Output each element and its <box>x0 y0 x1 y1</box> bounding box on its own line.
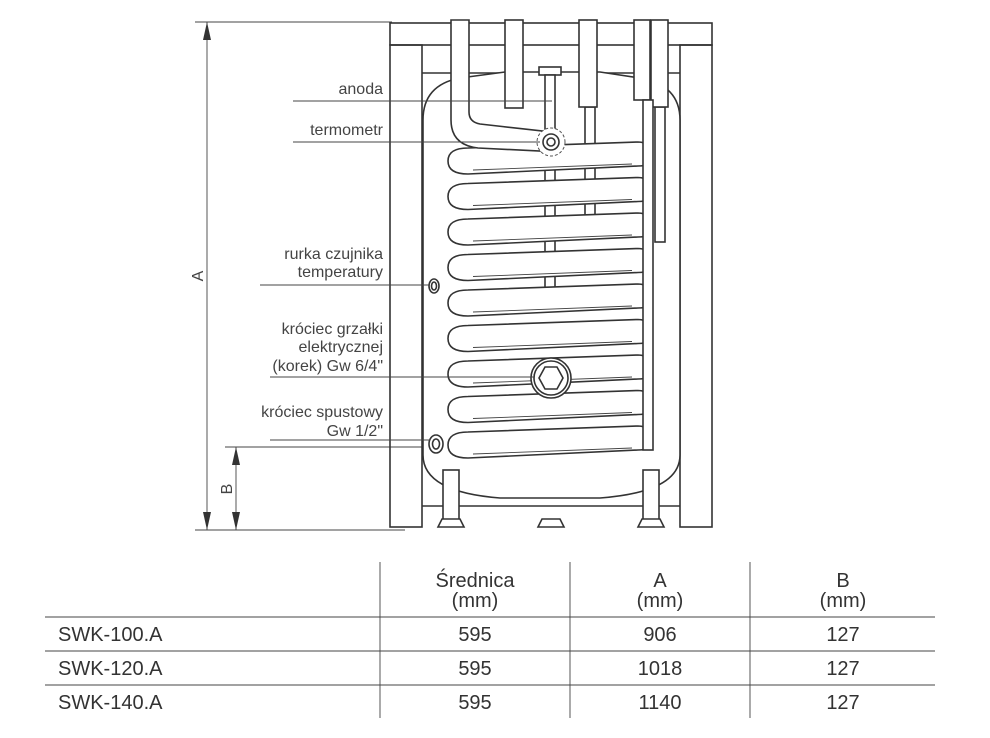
drain-port <box>428 434 444 454</box>
label-krociec-grzalki: króciec grzałki <box>282 321 383 338</box>
cell-model: SWK-100.A <box>58 624 163 646</box>
thermometer-port <box>536 127 566 157</box>
label-anoda: anoda <box>339 81 384 98</box>
cell-model: SWK-140.A <box>58 692 163 714</box>
cell-b: 127 <box>826 658 859 680</box>
cell-b: 127 <box>826 624 859 646</box>
coil-inner-line <box>472 412 633 419</box>
dimension-a: A <box>190 21 405 531</box>
coil-inner-line <box>472 163 633 171</box>
cell-b: 127 <box>826 692 859 714</box>
sensor-port <box>428 278 440 294</box>
dimension-b: B <box>219 446 432 530</box>
header-b: B <box>836 570 849 592</box>
cell-model: SWK-120.A <box>58 658 163 680</box>
coil-inner-line <box>472 270 633 277</box>
header-srednica-unit: (mm) <box>452 590 499 612</box>
label-termometr: termometr <box>310 122 384 139</box>
table-row: SWK-100.A 595 906 127 <box>58 624 860 646</box>
label-korek: (korek) Gw 6/4" <box>272 358 383 375</box>
arrow-up-icon <box>203 22 211 40</box>
coil-inner-line <box>472 199 633 206</box>
header-srednica: Średnica <box>436 568 516 592</box>
arrow-down-icon <box>203 512 211 530</box>
dimension-a-label: A <box>190 270 207 281</box>
coil-inner-line <box>472 305 633 313</box>
header-a-unit: (mm) <box>637 590 684 612</box>
dimensions-table: Średnica (mm) A (mm) B (mm) SWK-100.A 59… <box>45 562 935 718</box>
label-gw-half: Gw 1/2" <box>327 423 383 440</box>
coil-inner-line <box>472 341 633 348</box>
table-row: SWK-120.A 595 1018 127 <box>58 658 860 680</box>
label-elektrycznej: elektrycznej <box>299 339 383 356</box>
cell-a: 1018 <box>638 658 683 680</box>
sensor-tube <box>654 106 666 243</box>
cell-srednica: 595 <box>458 624 491 646</box>
dimension-b-label: B <box>219 484 236 495</box>
label-temperatury: temperatury <box>298 264 383 281</box>
coil-inner-line <box>472 447 633 455</box>
cell-srednica: 595 <box>458 692 491 714</box>
header-b-unit: (mm) <box>820 590 867 612</box>
cell-srednica: 595 <box>458 658 491 680</box>
coil-inner-line <box>472 234 633 242</box>
arrow-up-icon <box>232 447 240 465</box>
arrow-down-icon <box>232 512 240 530</box>
cell-a: 906 <box>643 624 676 646</box>
label-krociec-spustowy: króciec spustowy <box>261 404 383 421</box>
tank-legs <box>436 469 666 528</box>
heating-coil <box>447 141 653 459</box>
leader-lines <box>260 100 552 441</box>
cell-a: 1140 <box>638 692 681 714</box>
label-rurka-czujnika: rurka czujnika <box>284 246 383 263</box>
header-a: A <box>653 570 667 592</box>
heater-port <box>530 357 572 399</box>
table-row: SWK-140.A 595 1140 127 <box>58 692 860 714</box>
